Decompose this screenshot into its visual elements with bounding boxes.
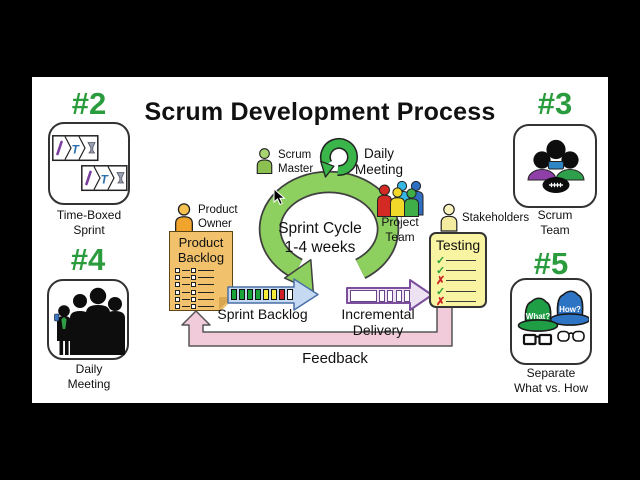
project-team-label: Project Team: [381, 215, 419, 244]
what-hat-icon: [524, 297, 552, 325]
project-team-icon: [377, 180, 424, 217]
testing-row-line: [446, 290, 476, 292]
product-owner-icon: [175, 203, 193, 233]
sprint-task-segment: [286, 289, 294, 300]
testing-row-line: [446, 280, 476, 282]
incremental-units: [350, 289, 410, 302]
sprint-task-segment: [270, 289, 278, 300]
testing-rows: ✓✓✗✓✗: [436, 254, 484, 308]
increment-unit: [379, 289, 386, 302]
sprint-task-segment: [238, 289, 246, 300]
scrum-master-icon: [256, 148, 273, 174]
glasses-icon: [557, 330, 570, 342]
daily-meeting-cycle-icon: [320, 138, 358, 178]
backlog-row: [172, 289, 230, 296]
sprint-cycle-label: Sprint Cycle 1-4 weeks: [278, 220, 362, 256]
team-huddle-icon: [527, 139, 585, 193]
incremental-delivery-label: Incremental Delivery: [341, 306, 415, 338]
product-backlog-title: Product Backlog: [177, 235, 225, 265]
task-letter: T: [101, 173, 110, 187]
what-hat-label: What?: [526, 312, 551, 321]
backlog-row: [172, 303, 230, 310]
testing-box: Testing ✓✓✗✓✗: [429, 232, 487, 308]
mouse-cursor: [273, 188, 286, 206]
testing-row-line: [446, 300, 476, 302]
sprint-task-segment: [262, 289, 270, 300]
testing-row: ✓: [436, 264, 484, 277]
pen-icon: [85, 170, 92, 186]
sprint-backlog-label: Sprint Backlog: [217, 306, 308, 322]
x-icon: ✗: [436, 275, 446, 288]
sprint-task-segment: [254, 289, 262, 300]
backlog-row: [172, 281, 230, 288]
product-owner-label: Product Owner: [198, 204, 238, 230]
separate-caption: Separate What vs. How: [513, 366, 588, 395]
sprint-task-segment: [231, 289, 238, 300]
scrum-team-caption: Scrum Team: [537, 208, 573, 237]
sprint-task-segment: [278, 289, 286, 300]
testing-row: ✗: [436, 275, 484, 288]
corner-number-4: #4: [70, 242, 106, 277]
page-title: Scrum Development Process: [144, 98, 496, 126]
time-boxed-sprint-icon: T T: [48, 122, 130, 205]
hats-glasses-icon: How? What?: [517, 290, 589, 346]
scrum-team-icon: [513, 124, 597, 208]
check-icon: ✓: [436, 254, 446, 267]
sprint-strips-icon: T T: [52, 135, 128, 192]
testing-row-line: [446, 259, 476, 261]
tie-icon: [61, 317, 67, 329]
feedback-arrow: [181, 305, 453, 347]
backlog-row: [172, 274, 230, 281]
stakeholders-icon: [440, 203, 458, 232]
stakeholders-label: Stakeholders: [462, 212, 530, 224]
feedback-label: Feedback: [302, 350, 368, 367]
flask-icon: [116, 172, 125, 184]
daily-meeting-label: Daily Meeting: [354, 146, 404, 177]
scrum-master-label: Scrum Master: [278, 149, 314, 175]
check-icon: ✓: [436, 285, 446, 298]
how-hat-label: How?: [559, 305, 581, 314]
task-letter: T: [72, 143, 81, 157]
separate-what-how-icon: How? What?: [510, 278, 592, 365]
daily-meeting-icon: [47, 279, 129, 360]
testing-row: ✓: [436, 285, 484, 298]
corner-number-5: #5: [533, 246, 569, 281]
flask-icon: [87, 142, 96, 154]
testing-row: ✗: [436, 295, 484, 308]
sprint-cycle-arrow: [258, 170, 400, 292]
testing-row-line: [446, 269, 476, 271]
pen-icon: [56, 140, 63, 156]
backlog-row: [172, 267, 230, 274]
corner-number-2: #2: [71, 86, 107, 121]
backlog-row: [172, 296, 230, 303]
increment-unit: [350, 289, 377, 302]
standing-crowd-icon: [54, 287, 125, 355]
increment-unit: [403, 289, 410, 302]
how-hat-icon: [556, 290, 584, 319]
increment-unit: [395, 289, 402, 302]
product-backlog-box: Product Backlog: [169, 231, 234, 312]
time-boxed-caption: Time-Boxed Sprint: [56, 208, 122, 237]
sprint-task-segment: [246, 289, 254, 300]
increment-unit: [387, 289, 394, 302]
x-icon: ✗: [436, 295, 446, 308]
daily-meeting-caption: Daily Meeting: [67, 362, 111, 391]
phone-icon: [54, 313, 60, 322]
product-backlog-rows: [172, 267, 230, 310]
glasses-icon: [522, 333, 537, 346]
corner-number-3: #3: [537, 86, 573, 121]
check-icon: ✓: [436, 264, 446, 277]
testing-row: ✓: [436, 254, 484, 267]
testing-title: Testing: [435, 237, 481, 253]
sprint-backlog-segments: [231, 289, 294, 300]
